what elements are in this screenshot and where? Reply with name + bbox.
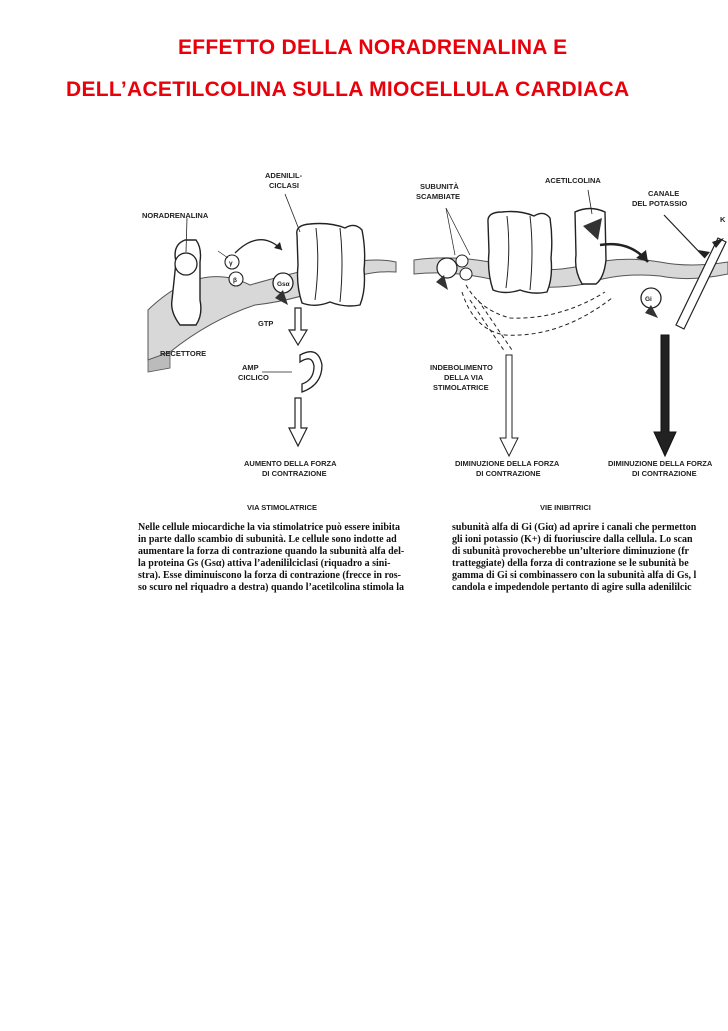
caption-right-line: candola e impedendole pertanto di agire … — [452, 582, 692, 593]
vie-inibitrici-label: VIE INIBITRICI — [540, 503, 591, 512]
caption-left-line: so scuro nel riquadro a destra) quando l… — [138, 582, 404, 593]
dashed-arrows — [462, 285, 612, 352]
via-stimolatrice-label: VIA STIMOLATRICE — [247, 503, 317, 512]
caption-left: Nelle cellule miocardiche la via stimola… — [138, 522, 404, 593]
adenilil-label-1: ADENILIL- — [265, 171, 303, 180]
adenylyl-cyclase-shape — [297, 224, 365, 307]
amp-label-1: AMP — [242, 363, 259, 372]
caption-left-line: la proteina Gs (Gsα) attiva l’adenililci… — [138, 558, 390, 569]
acetilcolina-label: ACETILCOLINA — [545, 176, 601, 185]
caption-left-line: aumentare la forza di contrazione quando… — [138, 546, 404, 557]
indeb-label-2: DELLA VIA — [444, 373, 484, 382]
caption-right-line: di subunità provocherebbe un’ulteriore d… — [452, 546, 690, 557]
caption-left-line: in parte dallo scambio di subunità. Le c… — [138, 534, 397, 545]
right-panel: SUBUNITÀ SCAMBIATE ACETILCOLINA CANALE D… — [414, 176, 728, 512]
stimulatory-arrow-1 — [289, 308, 307, 345]
caption-right: subunità alfa di Gi (Giα) ad aprire i ca… — [452, 522, 697, 593]
dim2-label-2: DI CONTRAZIONE — [632, 469, 697, 478]
subunita-label-1: SUBUNITÀ — [420, 182, 459, 191]
canale-label-1: CANALE — [648, 189, 679, 198]
left-panel: ADENILIL- CICLASI NORADRENALINA γ β Gsα … — [142, 171, 396, 512]
aumento-label-1: AUMENTO DELLA FORZA — [244, 459, 337, 468]
caption-left-line: stra). Esse diminuiscono la forza di con… — [138, 570, 401, 581]
noradrenalina-label: NORADRENALINA — [142, 211, 209, 220]
exchanged-gs-circle — [437, 258, 457, 278]
right-cyclase-shape — [488, 212, 552, 294]
stimulatory-arrow-2 — [289, 398, 307, 446]
gi-alpha-label: Gi — [645, 296, 652, 303]
caption-right-line: subunità alfa di Gi (Giα) ad aprire i ca… — [452, 522, 697, 533]
caption-right-line: gli ioni potassio (K+) di fuoriuscire da… — [452, 534, 693, 545]
dim1-label-2: DI CONTRAZIONE — [476, 469, 541, 478]
beta-label: β — [233, 277, 237, 284]
recettore-label: RECETTORE — [160, 349, 206, 358]
inhibitory-arrow-1 — [500, 355, 518, 456]
caption-right-line: gamma di Gi si combinassero con la subun… — [452, 570, 697, 581]
camp-shape — [300, 352, 322, 392]
gtp-label: GTP — [258, 319, 273, 328]
aumento-label-2: DI CONTRAZIONE — [262, 469, 327, 478]
caption-left-line: Nelle cellule miocardiche la via stimola… — [138, 522, 400, 533]
amp-label-2: CICLICO — [238, 373, 269, 382]
gs-alpha-label: Gsα — [277, 281, 290, 288]
indeb-label-3: STIMOLATRICE — [433, 383, 489, 392]
subunita-label-2: SCAMBIATE — [416, 192, 460, 201]
canale-label-2: DEL POTASSIO — [632, 199, 687, 208]
indeb-label-1: INDEBOLIMENTO — [430, 363, 493, 372]
inhibitory-arrow-2 — [654, 335, 676, 456]
k-label: K — [720, 215, 726, 224]
gamma-label: γ — [229, 260, 233, 267]
adenilil-label-2: CICLASI — [269, 181, 299, 190]
dim1-label-1: DIMINUZIONE DELLA FORZA — [455, 459, 560, 468]
dim2-label-1: DIMINUZIONE DELLA FORZA — [608, 459, 713, 468]
caption-right-line: tratteggiate) della forza di contrazione… — [452, 558, 689, 569]
